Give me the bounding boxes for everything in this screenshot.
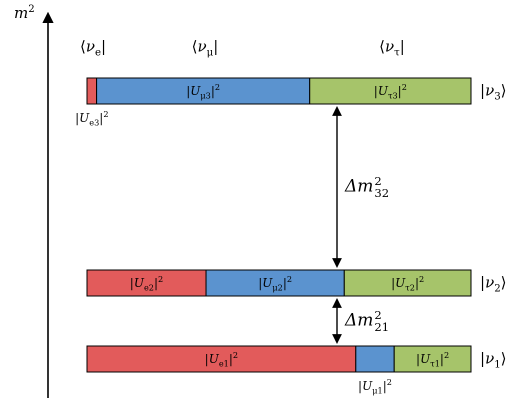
bar-segment-tau-nu3: [309, 77, 472, 105]
axis-label: m2: [14, 4, 35, 22]
element-label-mu3: |Uμ3|2: [186, 82, 221, 101]
element-label-e2: |Ue2|2: [129, 274, 164, 293]
element-label-e3: |Ue3|2: [75, 109, 109, 128]
mass-state-label-nu1: |ν1⟩: [480, 349, 507, 371]
element-label-tau3: |Uτ3|2: [373, 82, 407, 101]
flavor-label-e: ⟨νe|: [79, 37, 107, 59]
element-label-tau2: |Uτ2|2: [391, 274, 425, 293]
bar-segment-e-nu2: [86, 269, 207, 297]
element-label-mu2: |Uμ2|2: [258, 274, 293, 293]
mass-state-label-nu3: |ν3⟩: [480, 81, 507, 103]
mass-state-label-nu2: |ν2⟩: [480, 273, 507, 295]
bar-segment-tau-nu1: [393, 345, 472, 373]
element-label-e1: |Ue1|2: [204, 350, 239, 369]
bar-segment-e-nu3: [86, 77, 98, 105]
bar-segment-mu-nu1: [355, 345, 395, 373]
flavor-label-mu: ⟨νμ|: [191, 37, 219, 59]
bar-segment-tau-nu2: [343, 269, 472, 297]
element-label-mu1: |Uμ1|2: [358, 377, 392, 396]
element-label-tau1: |Uτ1|2: [416, 350, 450, 369]
flavor-label-tau: ⟨ντ|: [379, 37, 405, 59]
bar-segment-e-nu1: [86, 345, 357, 373]
